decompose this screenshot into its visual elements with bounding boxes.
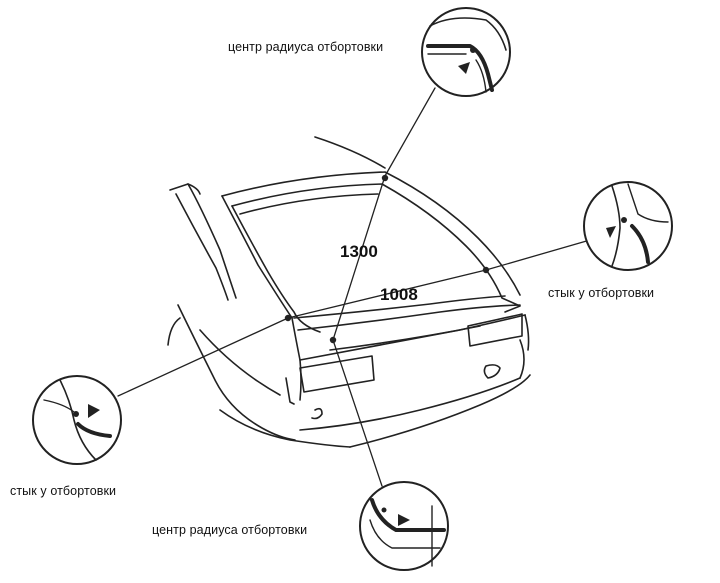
measurement-points <box>284 174 490 344</box>
point-left <box>284 314 292 322</box>
car-body-outline <box>167 136 531 448</box>
point-right <box>482 266 490 274</box>
dimension-width: 1008 <box>380 285 418 304</box>
detail-circle-right <box>583 181 673 271</box>
detail-circle-left <box>32 375 122 465</box>
callout-label-bottom: центр радиуса отбортовки <box>152 523 308 537</box>
diagonal-1300-line <box>332 175 386 341</box>
dimension-diagonal: 1300 <box>340 242 378 261</box>
leader-line-bottom <box>332 339 383 487</box>
point-top <box>381 174 389 182</box>
detail-circle-top <box>421 7 511 97</box>
callout-label-left: стык у отбортовки <box>10 484 117 498</box>
callout-label-right: стык у отбортовки <box>548 286 655 300</box>
leader-line-right <box>485 239 591 271</box>
width-1008-line <box>287 269 487 319</box>
leader-line-top <box>384 87 436 177</box>
leader-lines <box>117 87 591 487</box>
point-bottom <box>329 336 337 344</box>
callout-label-top: центр радиуса отбортовки <box>228 40 384 54</box>
detail-circle-bottom <box>359 481 449 571</box>
leader-line-left <box>117 317 289 397</box>
